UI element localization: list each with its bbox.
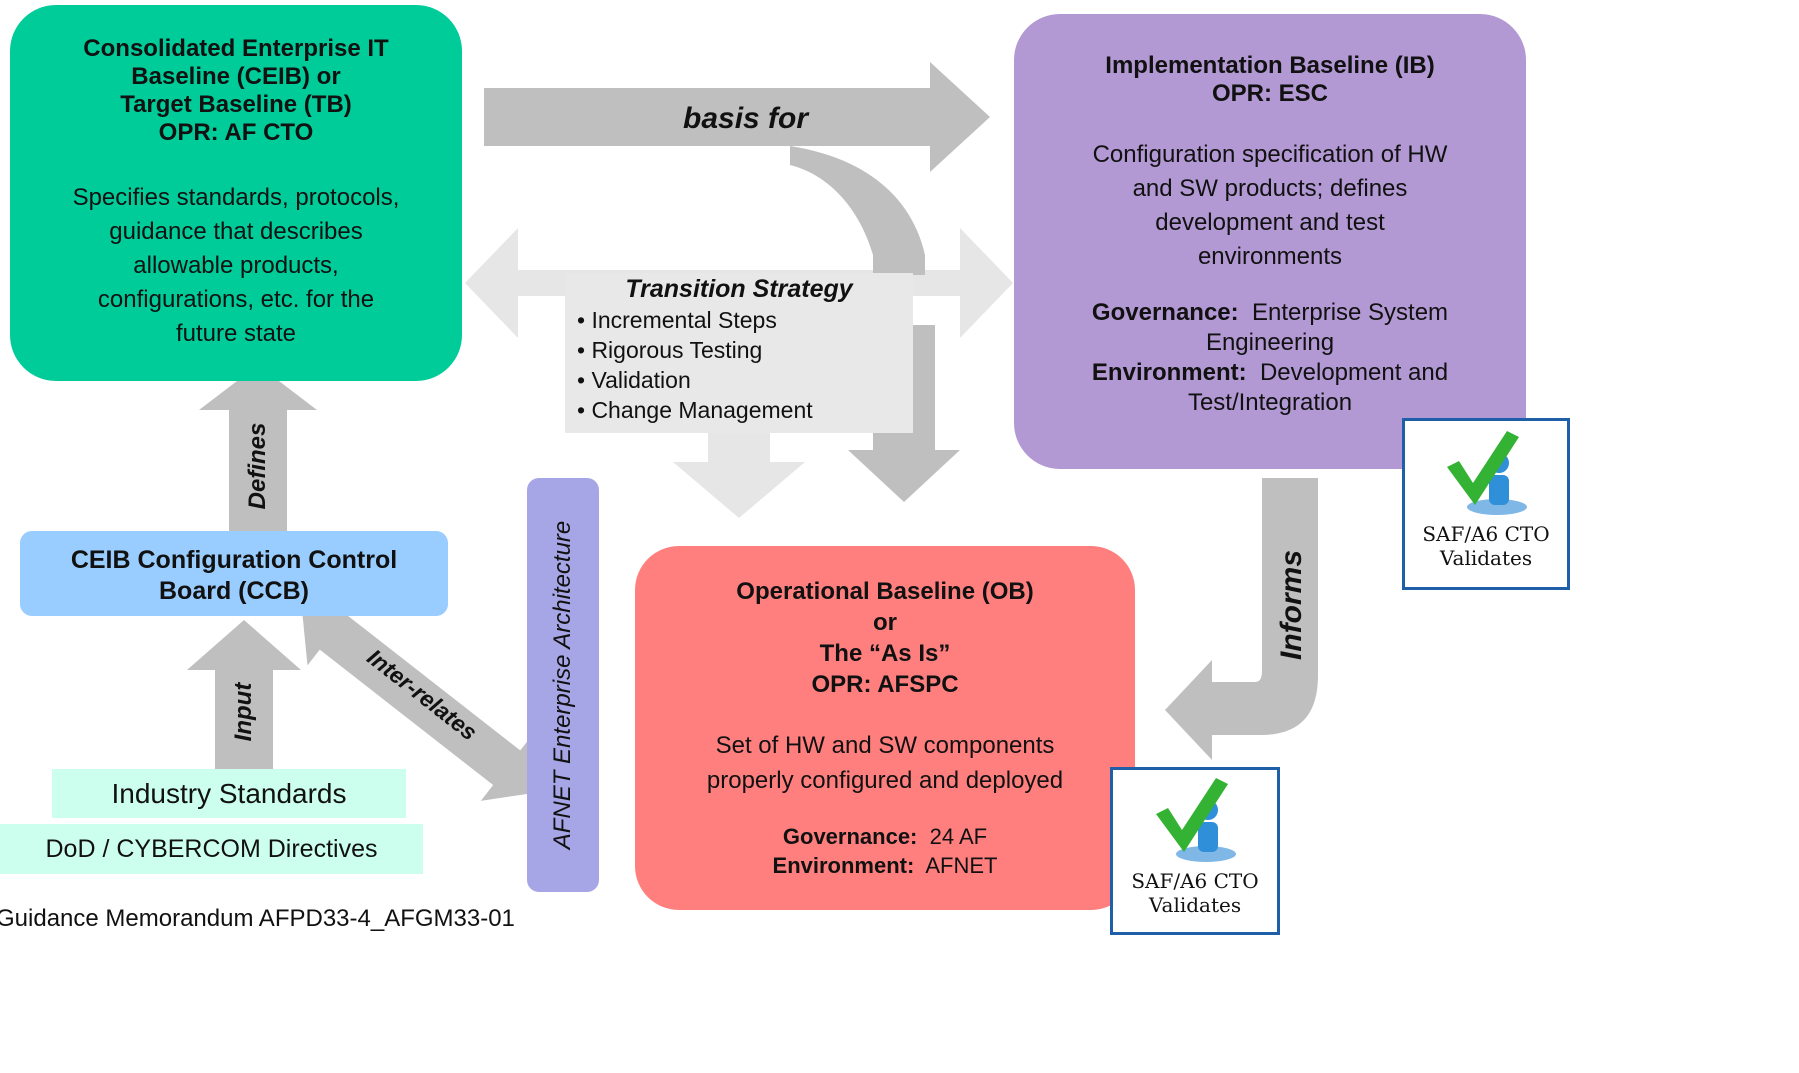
- ceib-desc-line: guidance that describes: [109, 218, 363, 245]
- badge-line-1: SAF/A6 CTO: [1422, 522, 1550, 546]
- badge-line-2: Validates: [1439, 546, 1533, 570]
- ob-environment: Environment: AFNET: [635, 851, 1135, 880]
- ceib-title-line: Target Baseline (TB): [120, 91, 352, 118]
- ib-desc-line: and SW products; defines: [1132, 175, 1408, 202]
- transition-item: • Rigorous Testing: [577, 337, 763, 363]
- ob-title-line: or: [873, 609, 897, 636]
- ccb-line: Board (CCB): [159, 577, 309, 605]
- ceib-desc-line: configurations, etc. for the: [97, 286, 375, 313]
- ob-title-line: Operational Baseline (OB): [736, 578, 1034, 605]
- ib-governance-label: Governance:: [1091, 299, 1239, 326]
- ccb-box: CEIB Configuration Control Board (CCB): [20, 531, 448, 616]
- validation-badge: SAF/A6 CTO Validates: [1402, 418, 1570, 590]
- basis-for-label: basis for: [683, 102, 809, 135]
- defines-arrow: [199, 365, 317, 531]
- ib-environment-value-2: Test/Integration: [1187, 389, 1353, 416]
- ceib-title-line: OPR: AF CTO: [158, 119, 314, 146]
- ib-desc-line: environments: [1197, 243, 1343, 270]
- ib-environment-value: Development and: [1259, 359, 1449, 386]
- ob-governance: Governance: 24 AF: [635, 822, 1135, 851]
- ob-title-line: The “As Is”: [819, 640, 951, 667]
- transition-strategy-panel: Transition Strategy • Incremental Steps …: [565, 273, 913, 433]
- defines-label: Defines: [244, 422, 271, 510]
- basis-for-curve: [790, 146, 925, 275]
- validation-badge: SAF/A6 CTO Validates: [1110, 767, 1280, 935]
- ib-desc-line: Configuration specification of HW: [1092, 141, 1448, 168]
- ob-title-line: OPR: AFSPC: [811, 671, 959, 698]
- ceib-box: Consolidated Enterprise IT Baseline (CEI…: [10, 5, 462, 381]
- footer-caption: Guidance Memorandum AFPD33-4_AFGM33-01: [0, 905, 515, 932]
- badge-line-2: Validates: [1148, 893, 1242, 917]
- basis-for-arrow: [484, 62, 990, 172]
- transition-down-arrow: [673, 433, 805, 518]
- informs-label: Informs: [1275, 549, 1308, 661]
- inter-relates-arrow: [301, 599, 539, 801]
- ob-environment-label: Environment:: [772, 853, 915, 878]
- afnet-label: AFNET Enterprise Architecture: [549, 520, 576, 850]
- input-arrow: [187, 620, 301, 769]
- ib-desc-line: development and test: [1155, 209, 1385, 236]
- ob-environment-value: AFNET: [925, 853, 998, 878]
- ob-governance-value: 24 AF: [929, 824, 988, 849]
- ib-title-line: OPR: ESC: [1211, 80, 1328, 107]
- ib-title-line: Implementation Baseline (IB): [1105, 52, 1435, 79]
- ceib-desc-line: Specifies standards, protocols,: [72, 184, 400, 211]
- afnet-architecture-bar: AFNET Enterprise Architecture: [527, 478, 599, 892]
- transition-item: • Incremental Steps: [577, 307, 777, 333]
- ccb-line: CEIB Configuration Control: [70, 546, 398, 574]
- ib-box: Implementation Baseline (IB) OPR: ESC Co…: [1014, 14, 1526, 469]
- basis-for-head-down: [848, 450, 960, 502]
- ib-environment: Environment: Development and: [1014, 358, 1526, 388]
- input-label: Input: [230, 682, 257, 742]
- ceib-desc-line: future state: [175, 320, 297, 347]
- ceib-title-line: Consolidated Enterprise IT: [83, 35, 389, 62]
- ib-governance: Governance: Enterprise System: [1014, 298, 1526, 328]
- ob-desc-line: properly configured and deployed: [706, 767, 1064, 794]
- transition-item: • Change Management: [577, 397, 813, 423]
- industry-standards-box: Industry Standards: [52, 769, 406, 818]
- ob-governance-label: Governance:: [782, 824, 918, 849]
- ob-desc-line: Set of HW and SW components: [715, 732, 1055, 759]
- transition-item: • Validation: [577, 367, 691, 393]
- ib-environment-label: Environment:: [1091, 359, 1247, 386]
- checkmark-person-icon: [1156, 778, 1236, 862]
- checkmark-person-icon: [1447, 431, 1527, 515]
- dod-directives-box: DoD / CYBERCOM Directives: [0, 824, 423, 874]
- ceib-title-line: Baseline (CEIB) or: [131, 63, 341, 90]
- ib-governance-value-2: Engineering: [1205, 329, 1335, 356]
- ceib-desc-line: allowable products,: [133, 252, 339, 279]
- ob-box: Operational Baseline (OB) or The “As Is”…: [635, 546, 1135, 910]
- informs-arrow: [1165, 478, 1318, 760]
- ib-governance-value: Enterprise System: [1251, 299, 1449, 326]
- transition-title: Transition Strategy: [625, 275, 853, 303]
- badge-line-1: SAF/A6 CTO: [1131, 869, 1259, 893]
